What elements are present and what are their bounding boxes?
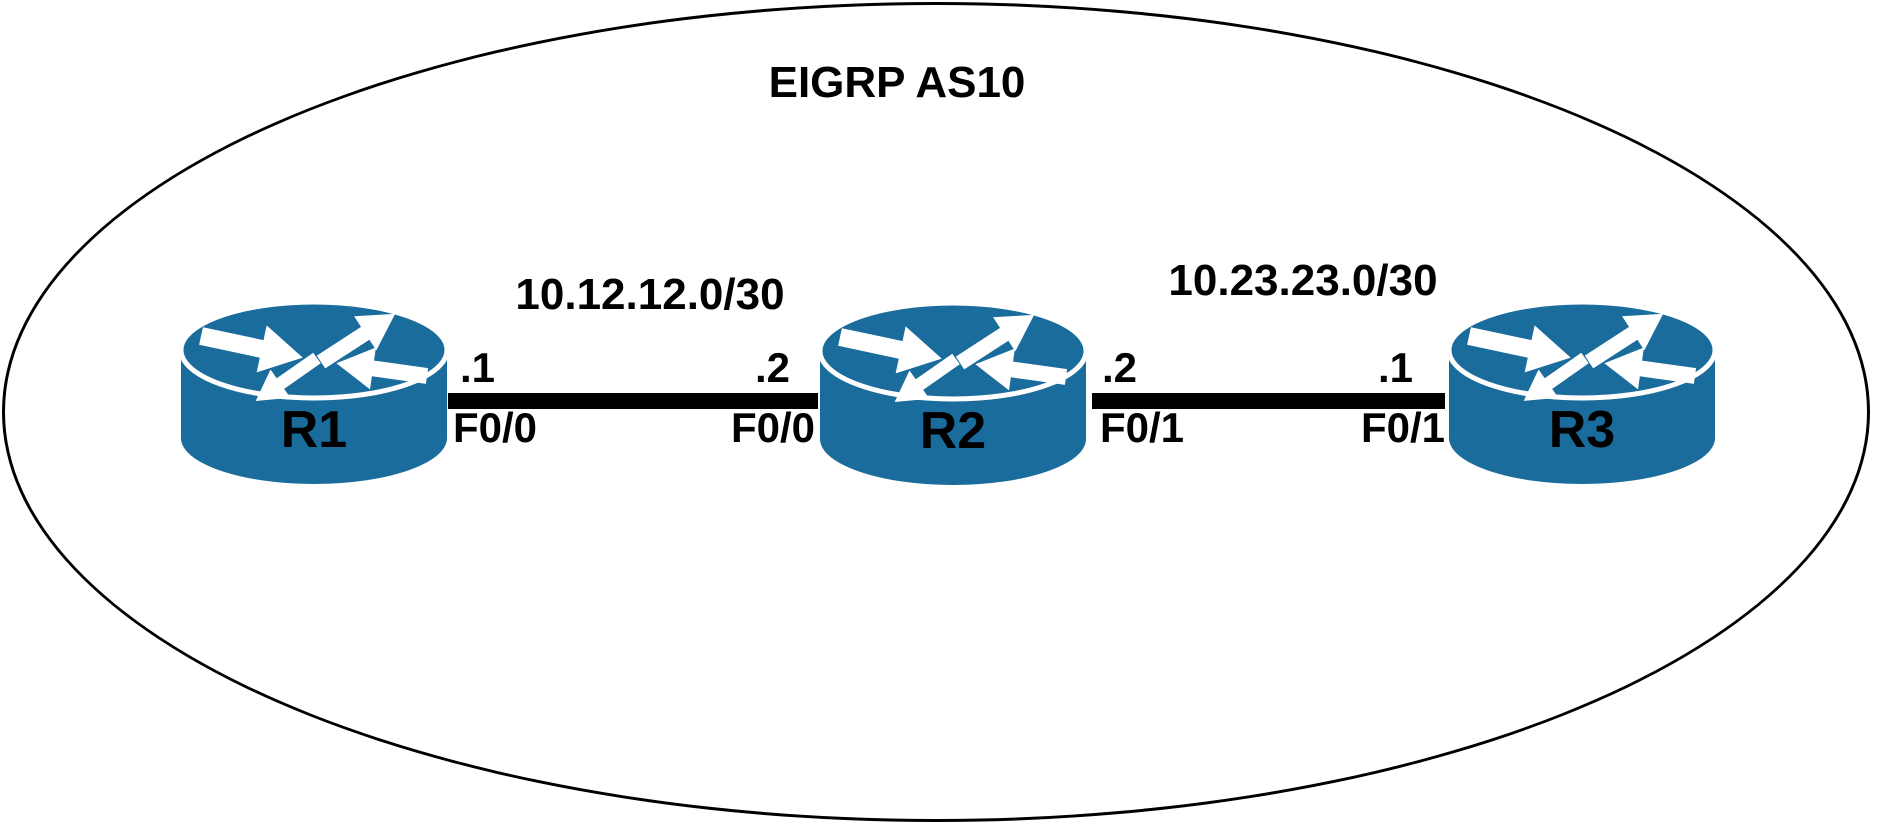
link-line: [448, 393, 818, 409]
ip-label-right: .1: [1377, 344, 1413, 391]
ip-label-left: .2: [1102, 344, 1138, 391]
router-r3: R3: [1447, 300, 1717, 490]
interface-label-left: F0/1: [1100, 404, 1185, 451]
router-label: R2: [919, 402, 987, 460]
router-label: R3: [1548, 401, 1616, 459]
interface-label-right: F0/1: [1360, 404, 1445, 451]
subnet-label: 10.12.12.0/30: [515, 270, 785, 319]
router-r1: R1: [179, 300, 449, 490]
router-icon: [818, 301, 1088, 491]
router-icon: [1447, 300, 1717, 490]
router-icon: [179, 300, 449, 490]
subnet-label: 10.23.23.0/30: [1168, 256, 1438, 305]
interface-label-right: F0/0: [730, 404, 815, 451]
eigrp-as-title: EIGRP AS10: [768, 58, 1026, 107]
interface-label-left: F0/0: [453, 404, 538, 451]
link-line: [1092, 393, 1445, 409]
ip-label-left: .1: [460, 344, 496, 391]
router-label: R1: [280, 401, 348, 459]
ip-label-right: .2: [754, 344, 790, 391]
router-r2: R2: [818, 301, 1088, 491]
